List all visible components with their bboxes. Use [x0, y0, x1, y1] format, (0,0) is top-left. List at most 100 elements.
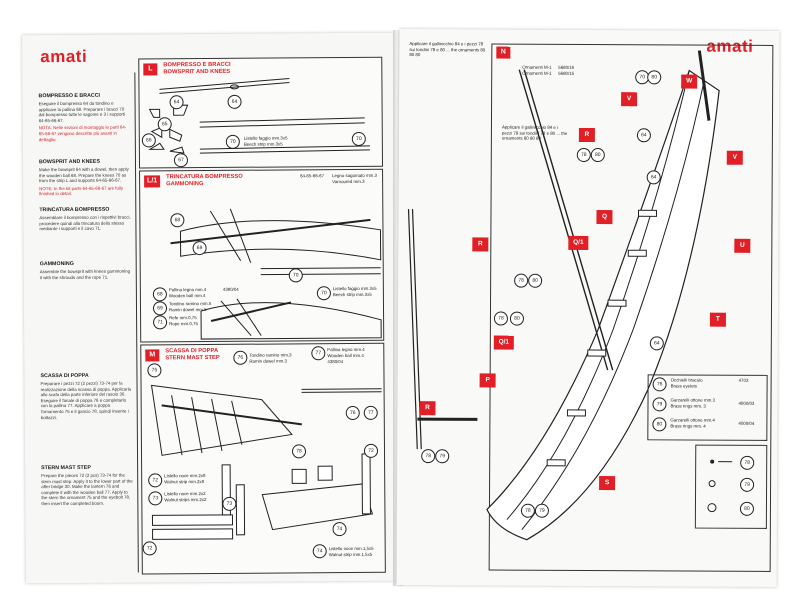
left-text-column: BOMPRESSO E BRACCI Eseguire il bompresso…: [34, 72, 139, 574]
step-tag-U: U: [734, 238, 751, 253]
legend-en: Beech strip mm.3x5: [332, 291, 372, 298]
part-callout: 65: [157, 117, 172, 132]
amati-logo: amati: [40, 46, 88, 67]
part-callout: 78: [493, 311, 508, 326]
part-callout: 69: [192, 241, 207, 256]
step-tag-Q1: Q/1: [493, 335, 514, 350]
legend-callout: 80: [652, 417, 667, 432]
section-text: Make the bowsprit 64 with a dowel, then …: [39, 166, 129, 184]
legend-it: Garzarelli ottone mm.3: [670, 397, 715, 403]
strip-label-it: Listello faggio mm.3x5: [243, 135, 288, 141]
section-note: NOTE: In the kit parts 64-65-66-67 are f…: [39, 185, 124, 197]
part-callout: 80: [509, 311, 524, 326]
legend-it: Listello faggio mm.3x5: [332, 285, 377, 292]
legend-it: Listello noce mm.2x8: [164, 473, 206, 479]
size-key-callout: 78: [740, 455, 755, 470]
section-title: GAMMONING: [39, 260, 74, 268]
part-callout: 78: [421, 449, 436, 464]
legend-it: Listello noce mm.1,5x5: [328, 545, 374, 552]
part-callout: 64: [169, 95, 184, 110]
part-callout: 64: [646, 170, 661, 185]
legend-code: 4703: [738, 377, 749, 383]
legend-callout: 73: [148, 491, 163, 506]
part-callout: 72: [142, 541, 157, 556]
legend-code: 4380/04: [222, 286, 239, 292]
part-callout: 77: [363, 405, 378, 420]
part-callout: 64: [227, 94, 242, 109]
hardware-legend: 76 Occhielli tiraculo Brass eyelets 4703…: [647, 374, 768, 441]
size-key-box: 78 79 80: [694, 444, 768, 529]
section-title: BOMPRESSO E BRACCI: [38, 92, 101, 100]
part-callout: 67: [173, 153, 189, 168]
part-callout: 66: [141, 133, 156, 148]
section-text: Prepare the pieces 72 (2 pcs) 73-74 for …: [41, 472, 133, 507]
legend-code: 4000/04: [738, 420, 755, 426]
legend-en: Brass eyelets: [670, 383, 697, 389]
section-text: Eseguire il bompresso 64 da tondino e ap…: [38, 100, 126, 123]
section-gammoning-it: TRINCATURA BOMPRESSO Assemblare il bompr…: [39, 207, 131, 234]
part-callout: 78: [291, 444, 307, 459]
legend-en: Wooden ball mm.4: [168, 293, 206, 299]
right-page: amati Applicare il gallinicchio 84 e i p…: [396, 29, 780, 587]
part-callout: 70: [288, 268, 303, 283]
step-tag-Q1: Q/1: [568, 235, 589, 251]
section-stern-step-it: SCASSA DI POPPA Preparare i pezzi 72 (2 …: [40, 373, 132, 423]
legend-it: Tondino ramino mm.5: [168, 300, 212, 307]
legend-callout: 79: [652, 397, 667, 412]
step-tag-P: P: [479, 373, 496, 388]
part-callout: 64: [649, 336, 664, 351]
legend-en: Walnut strip mm.2x8: [164, 479, 205, 485]
part-callout: 80: [647, 70, 662, 85]
legend-it: Garzarelli ottone mm.4: [670, 417, 715, 423]
step-tag-S: S: [599, 476, 616, 491]
section-text: Assemble the bowsprit with knees gammoni…: [39, 268, 131, 280]
section-stern-step-en: STERN MAST STEP Prepare the pieces 72 (2…: [41, 465, 133, 509]
size-key-callout: 79: [740, 477, 755, 492]
legend-callout: 69: [152, 301, 168, 316]
strip-label-en: Beech strip mm.3x5: [243, 141, 283, 147]
size-key-dots: [707, 459, 733, 513]
panel-stern-mast-step: M SCASSA DI POPPA STERN MAST STEP 76 Ton…: [140, 342, 386, 575]
part-callout: 80: [528, 273, 543, 288]
part-callout: 73: [222, 496, 237, 511]
part-callout: 80: [590, 148, 605, 163]
legend-it: Occhielli tiraculo: [670, 377, 703, 383]
part-callout: 78: [520, 503, 535, 518]
left-page: amati BOMPRESSO E BRACCI Eseguire il bom…: [22, 32, 398, 584]
step-tag-R: R: [578, 127, 595, 143]
hull-drawing: [407, 50, 720, 541]
section-bowsprit-en: BOWSPRIT AND KNEES Make the bowsprit 64 …: [39, 159, 131, 200]
legend-it: Refe mm.0,75: [169, 315, 197, 321]
step-tag-W: W: [681, 74, 698, 89]
legend-en: Walnut strips mm.2x2: [164, 497, 207, 503]
section-bowsprit-it: BOMPRESSO E BRACCI Eseguire il bompresso…: [38, 93, 130, 145]
part-callout: 79: [435, 449, 450, 464]
legend-en: Brass rings mm. 4: [670, 423, 706, 429]
section-title: SCASSA DI POPPA: [40, 372, 89, 380]
section-note: NOTA: Nelle sezioni di montaggio le part…: [38, 124, 127, 142]
step-tag-T: T: [709, 312, 726, 327]
legend-callout: 74: [312, 544, 327, 559]
legend-callout: 68: [152, 287, 167, 302]
legend-callout: 76: [652, 377, 667, 392]
step-tag-R: R: [472, 237, 489, 252]
section-gammoning-en: GAMMONING Assemble the bowsprit with kne…: [40, 261, 132, 283]
stern-step-drawing: [150, 384, 382, 540]
part-callout: 78: [576, 147, 591, 163]
panel-gammoning: L/1 TRINCATURA BOMPRESSO GAMMONING 64-65…: [139, 168, 385, 343]
part-callout: 74: [332, 522, 347, 537]
step-tag-Q: Q: [596, 210, 613, 225]
panel-bowsprit: L BOMPRESSO E BRACCI BOWSPRIT AND KNEES …: [138, 56, 384, 169]
legend-it: Listello noce mm.2x2: [164, 491, 206, 497]
part-callout: 72: [363, 443, 379, 458]
part-callout: 70: [225, 134, 240, 149]
step-tag-V: V: [726, 150, 743, 165]
legend-en: Ramin dowel mm.5: [168, 307, 207, 313]
section-text: Assemblare il bompresso con i rispettivi…: [39, 214, 131, 232]
legend-callout: 71: [153, 315, 168, 330]
legend-callout: 72: [148, 473, 163, 488]
legend-en: Brass rings mm. 3: [670, 403, 706, 409]
section-title: STERN MAST STEP: [41, 464, 91, 472]
size-key-callout: 80: [739, 501, 754, 516]
